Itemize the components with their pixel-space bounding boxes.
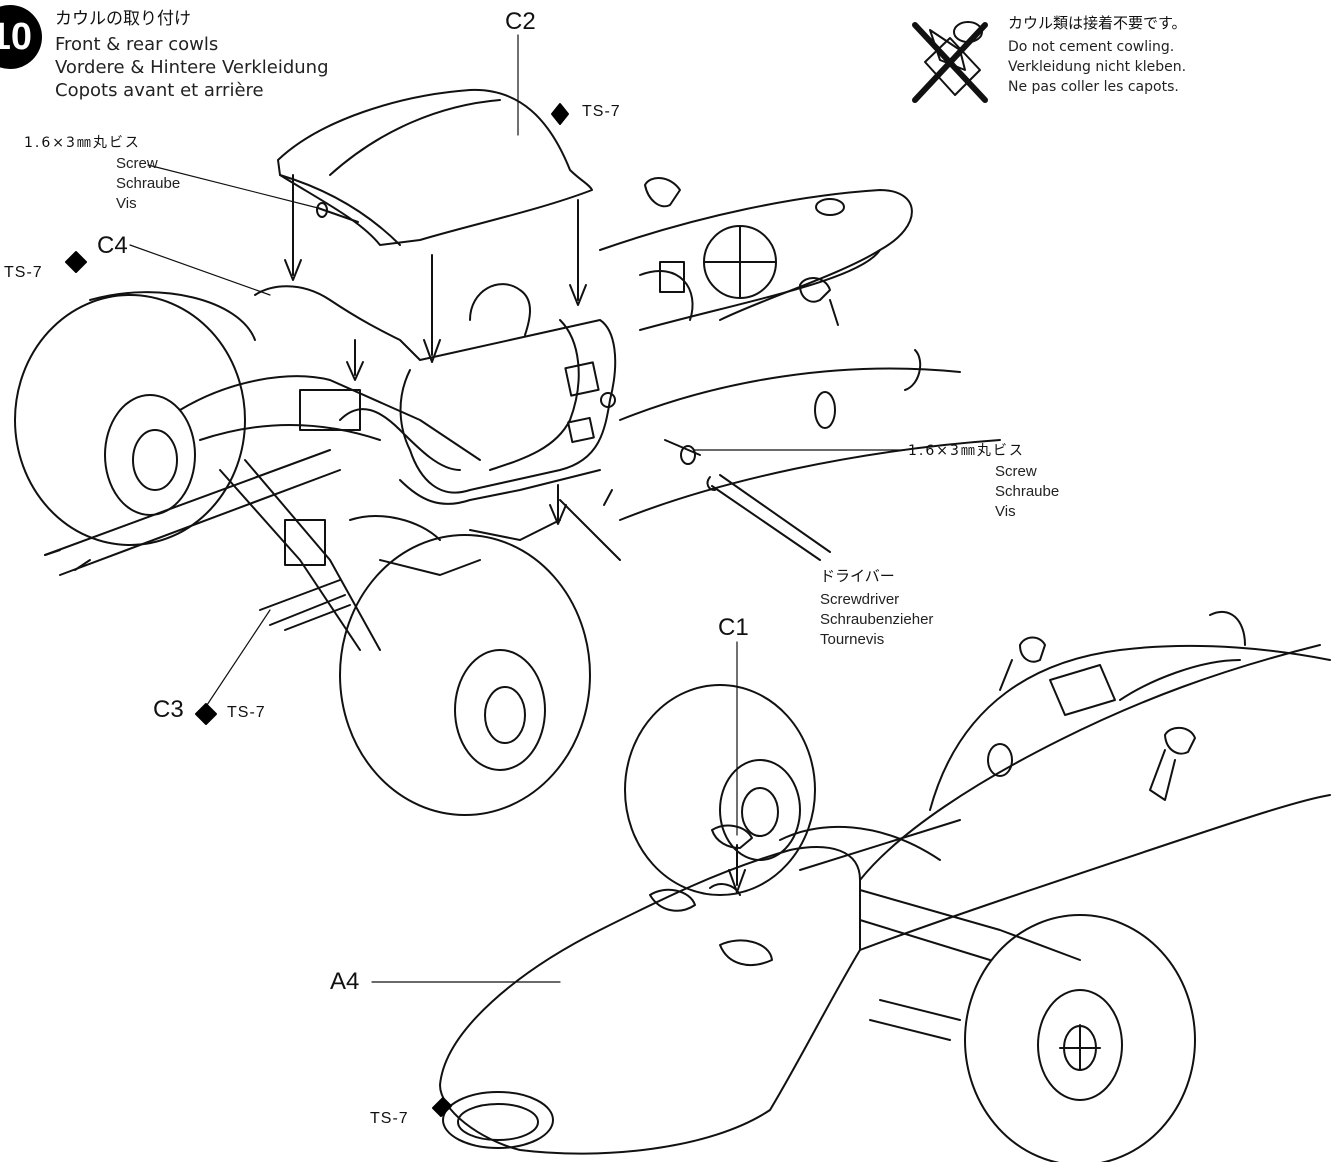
step-title-ja: カウルの取り付け [55, 9, 191, 29]
paint-label-c3: TS-7 [227, 704, 266, 721]
step-title-fr: Copots avant et arrière [55, 80, 264, 101]
screw-fr-right: Vis [995, 503, 1016, 520]
screw-fr-left: Vis [116, 195, 137, 212]
driver-ja: ドライバー [820, 567, 895, 585]
part-label-c4: C4 [97, 232, 128, 259]
driver-en: Screwdriver [820, 591, 900, 608]
part-label-a4: A4 [330, 968, 360, 995]
paint-label-c4: TS-7 [4, 264, 43, 281]
step-title-en: Front & rear cowls [55, 34, 219, 55]
screw-de-left: Schraube [116, 175, 181, 192]
paint-label-c2: TS-7 [582, 103, 621, 120]
screw-en-left: Screw [116, 155, 158, 172]
screw-spec-left: 1.6×3㎜丸ビス [24, 135, 141, 151]
leader-lines [129, 34, 906, 983]
note-de: Verkleidung nicht kleben. [1008, 59, 1187, 75]
note-ja: カウル類は接着不要です。 [1008, 14, 1187, 32]
note-en: Do not cement cowling. [1008, 39, 1175, 55]
paint-label-a4: TS-7 [370, 1110, 409, 1127]
no-cement-icon [912, 21, 988, 103]
part-label-c1: C1 [718, 614, 749, 641]
upper-car-drawing [14, 88, 1001, 816]
driver-de: Schraubenzieher [820, 611, 934, 628]
paint-marker-icons [65, 103, 569, 1117]
driver-fr: Tournevis [820, 631, 885, 648]
screw-de-right: Schraube [995, 483, 1060, 500]
note-fr: Ne pas coller les capots. [1008, 79, 1179, 95]
screw-spec-right: 1.6×3㎜丸ビス [908, 443, 1025, 459]
screw-en-right: Screw [995, 463, 1037, 480]
step-title-de: Vordere & Hintere Verkleidung [55, 57, 329, 78]
part-label-c3: C3 [153, 696, 184, 723]
lower-car-drawing [439, 610, 1331, 1162]
part-label-c2: C2 [505, 8, 536, 35]
